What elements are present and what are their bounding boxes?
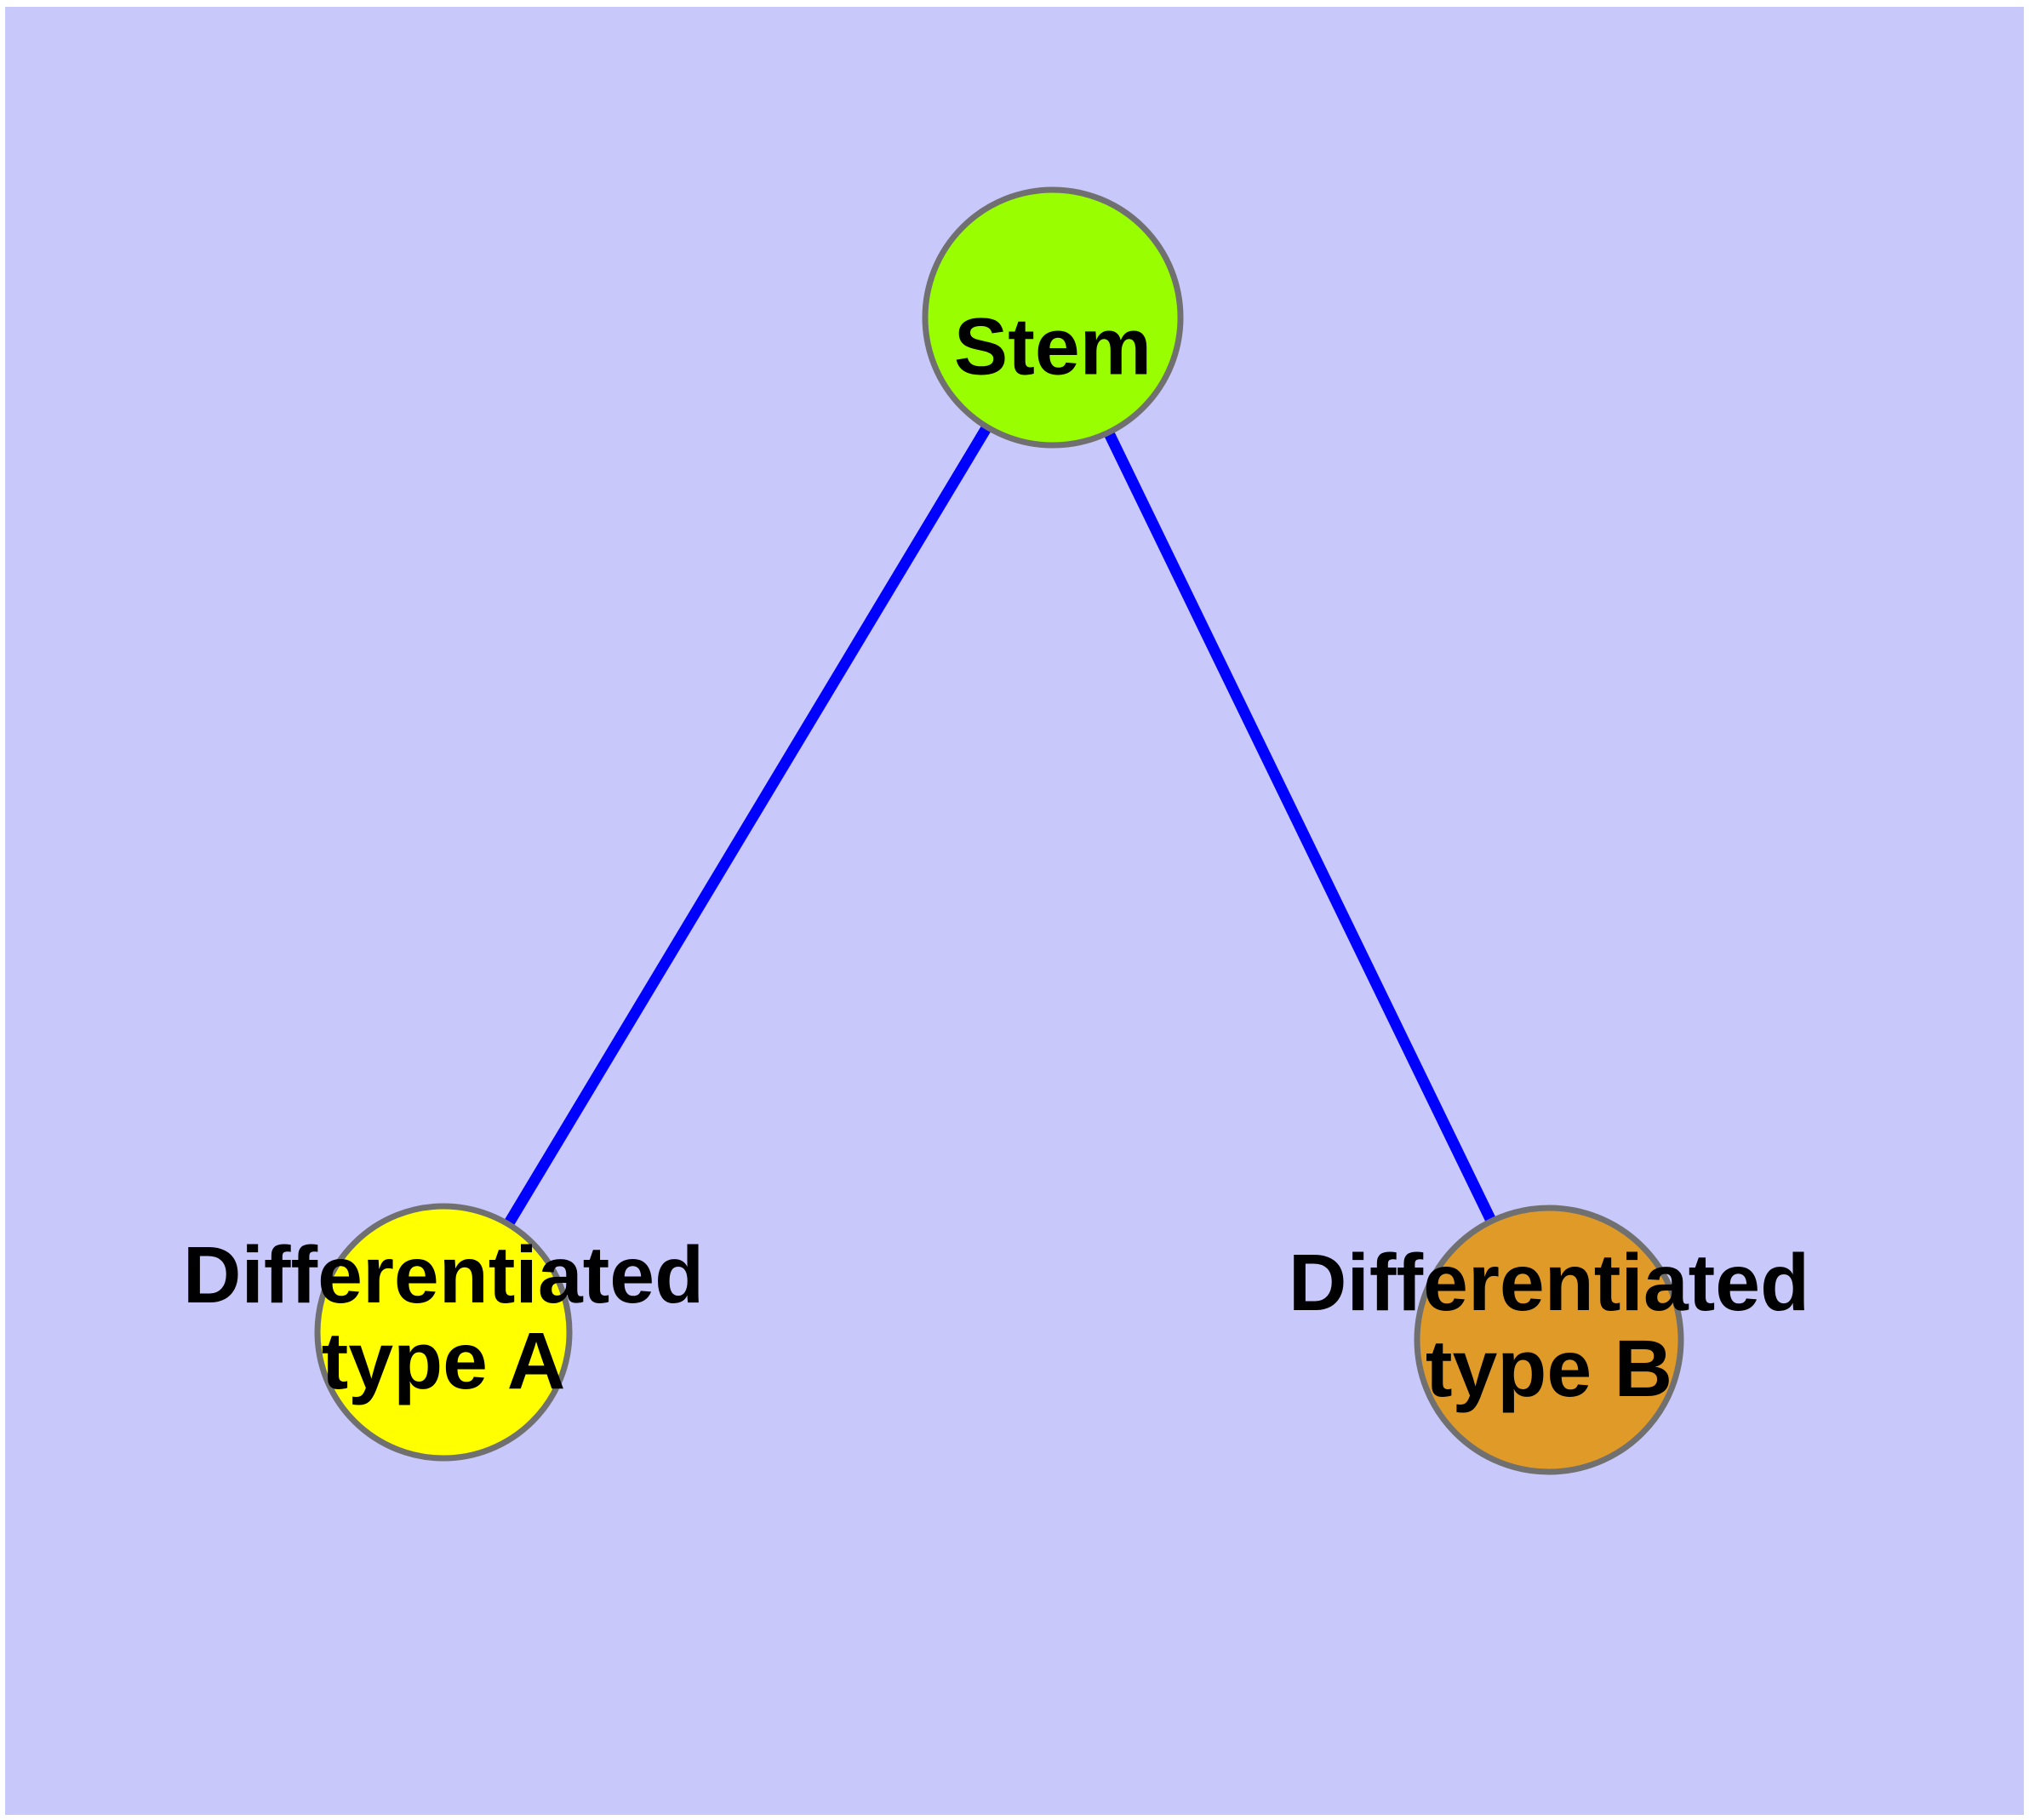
node-circle-stem[interactable] — [922, 186, 1184, 449]
node-label-line: type A — [322, 1316, 566, 1406]
node-label-line: Stem — [954, 301, 1152, 392]
node-circle-diff-b[interactable] — [1414, 1205, 1684, 1475]
node-label-line: type B — [1426, 1324, 1672, 1414]
node-label-stem: Stem — [954, 301, 1152, 392]
edge-stem-diff-b[interactable] — [1048, 315, 1554, 1342]
edge-layer — [438, 314, 1554, 1342]
node-label-line: Differentiated — [183, 1230, 704, 1320]
node-stem[interactable]: Stem — [922, 186, 1184, 449]
node-circle-diff-a[interactable] — [314, 1203, 573, 1462]
node-label-line: Differentiated — [1289, 1238, 1809, 1328]
edge-stem-diff-a[interactable] — [438, 314, 1058, 1336]
